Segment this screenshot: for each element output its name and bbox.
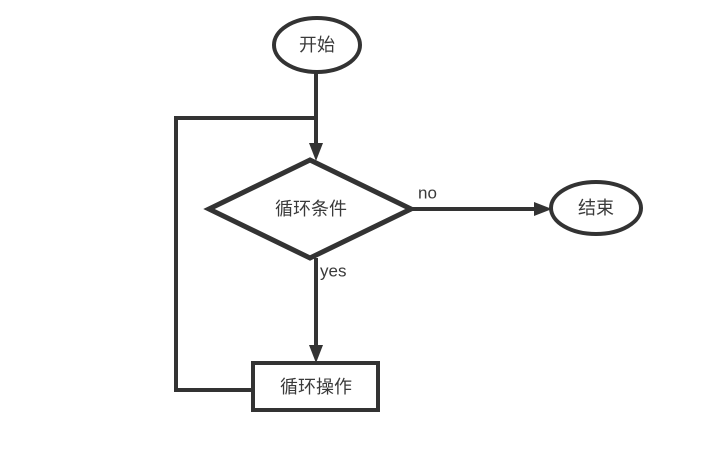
node-start[interactable]: 开始 [272,16,362,74]
edge-label-yes: yes [320,261,346,280]
node-operation-shape[interactable] [251,361,380,412]
node-operation-label: 循环操作 [280,377,352,397]
arrowhead-into-operation [309,345,323,363]
edge-label-no: no [418,183,437,202]
edge-condition-to-operation [309,258,323,363]
node-operation[interactable]: 循环操作 [251,361,380,412]
node-condition-label: 循环条件 [275,199,347,219]
edge-start-to-condition [309,72,323,161]
arrowhead-into-condition [309,143,323,161]
node-condition[interactable]: 循环条件 [203,157,417,261]
node-condition-shape[interactable] [203,157,417,261]
arrowhead-into-end [534,202,552,216]
edge-condition-to-end [411,202,552,216]
edge-line-loop-back [174,116,316,392]
edge-operation-to-condition [174,116,316,392]
node-start-label: 开始 [299,35,335,55]
node-end[interactable]: 结束 [549,180,643,236]
node-start-shape[interactable] [272,16,362,74]
node-end-shape[interactable] [549,180,643,236]
node-end-label: 结束 [578,198,614,218]
